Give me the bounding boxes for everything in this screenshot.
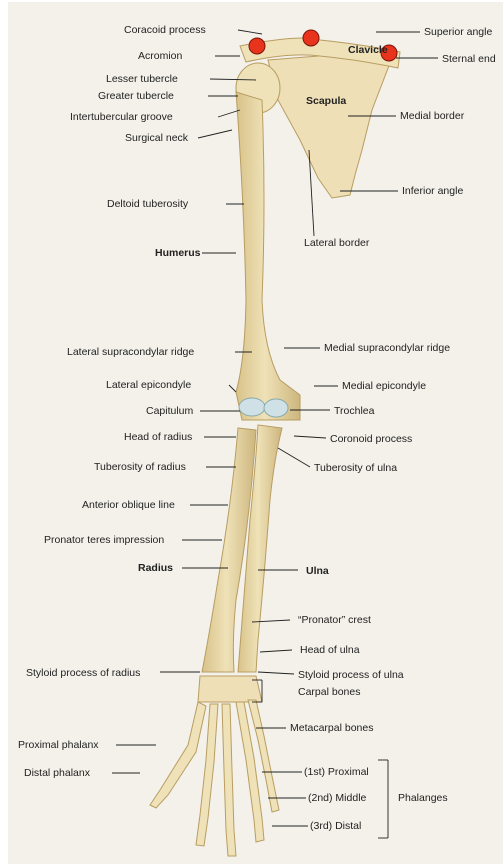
label-humerus: Humerus [155,247,201,259]
label-inferior-angle: Inferior angle [402,185,463,197]
label-lateral-epicondyle: Lateral epicondyle [106,379,191,391]
label-surgical-neck: Surgical neck [125,132,189,144]
label-proximal-phalanx: Proximal phalanx [18,739,99,751]
label-greater-tubercle: Greater tubercle [98,90,174,102]
scapula-bone [268,50,395,198]
label-pronator-teres-impression: Pronator teres impression [44,534,164,546]
label-tuberosity-of-ulna: Tuberosity of ulna [314,462,397,474]
label-second-middle: (2nd) Middle [308,792,367,804]
label-ulna: Ulna [306,565,329,577]
trochlea-shape [264,399,288,417]
label-styloid-process-of-radius: Styloid process of radius [26,667,140,679]
marker-dot-2 [303,30,319,46]
label-head-of-ulna: Head of ulna [300,644,360,656]
label-third-distal: (3rd) Distal [310,820,361,832]
label-medial-border: Medial border [400,110,465,122]
label-metacarpal-bones: Metacarpal bones [290,722,373,734]
marker-dot-1 [249,38,265,54]
label-distal-phalanx: Distal phalanx [24,767,91,779]
label-lateral-border: Lateral border [304,237,370,249]
label-intertubercular-groove: Intertubercular groove [70,111,173,123]
label-radius: Radius [138,562,173,574]
capitulum-shape [239,398,265,416]
label-tuberosity-of-radius: Tuberosity of radius [94,461,186,473]
label-superior-angle: Superior angle [424,26,492,38]
label-styloid-process-of-ulna: Styloid process of ulna [298,669,404,681]
label-head-of-radius: Head of radius [124,431,192,443]
label-medial-supracondylar-ridge: Medial supracondylar ridge [324,342,450,354]
label-trochlea: Trochlea [334,405,375,417]
label-coracoid-process: Coracoid process [124,24,206,36]
label-scapula: Scapula [306,95,346,107]
hand-bones [150,700,279,856]
label-clavicle: Clavicle [348,44,388,56]
label-sternal-end: Sternal end [442,53,496,65]
label-coronoid-process: Coronoid process [330,433,412,445]
label-first-proximal: (1st) Proximal [304,766,369,778]
label-medial-epicondyle: Medial epicondyle [342,380,426,392]
label-anterior-oblique-line: Anterior oblique line [82,499,175,511]
humerus-bone [236,92,300,420]
label-capitulum: Capitulum [146,405,194,417]
label-carpal-bones: Carpal bones [298,686,360,698]
label-pronator-crest: “Pronator” crest [298,614,371,626]
label-phalanges: Phalanges [398,792,448,804]
label-deltoid-tuberosity: Deltoid tuberosity [107,198,189,210]
label-lateral-supracondylar-ridge: Lateral supracondylar ridge [67,346,194,358]
label-acromion: Acromion [138,50,183,62]
label-lesser-tubercle: Lesser tubercle [106,73,178,85]
